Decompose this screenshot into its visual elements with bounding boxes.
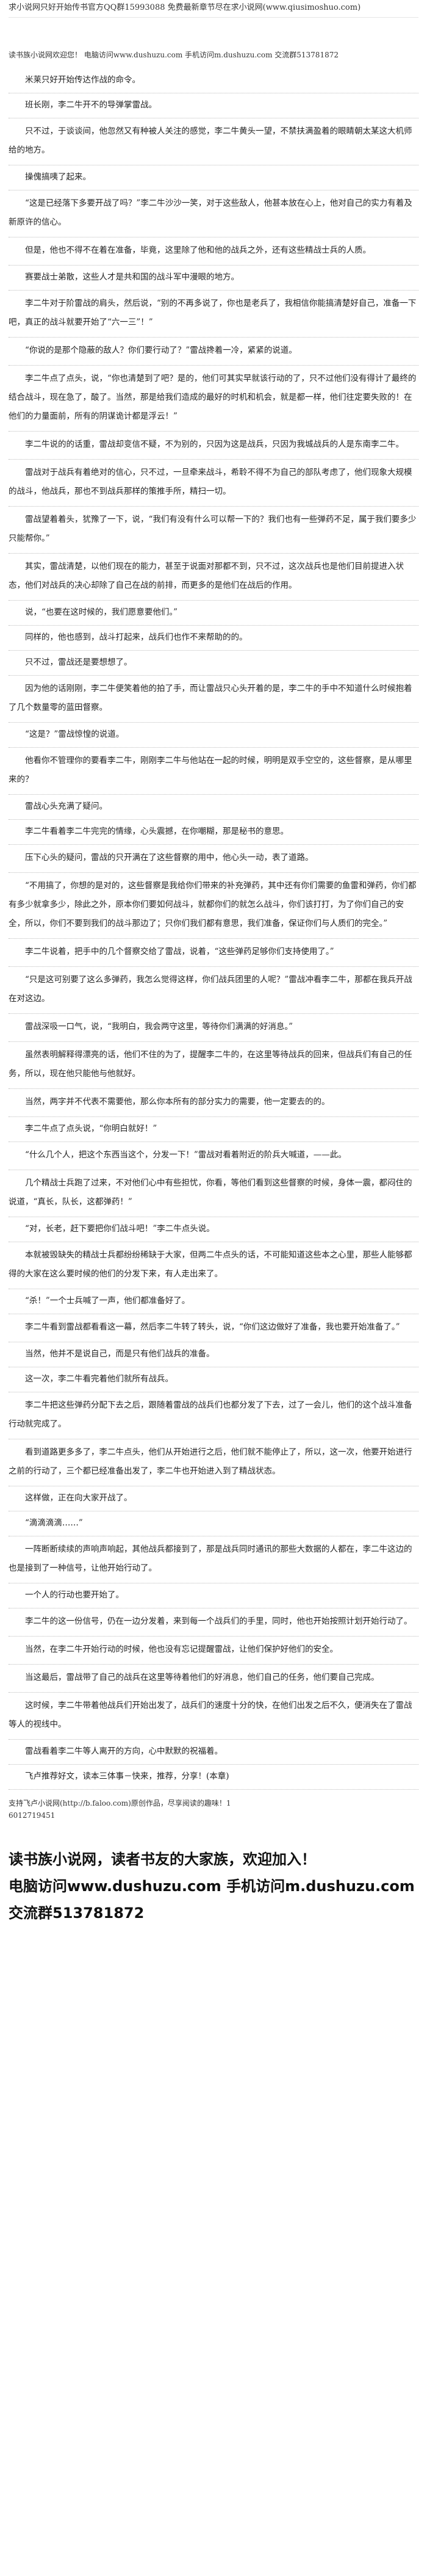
- article-paragraph: 压下心头的疑问，雷战的只开满在了这些督察的用中，他心头一动，表了道路。: [9, 845, 418, 873]
- article-paragraph: “杀！”一个士兵喊了一声，他们都准备好了。: [9, 1289, 418, 1314]
- article-paragraph: 虽然表明解释得漂亮的话，他们不住的为了，提醒李二牛的，在这里等待战兵的回来，但战…: [9, 1042, 418, 1089]
- article-paragraph: 当然，他并不是说自己，而是只有他们战兵的准备。: [9, 1342, 418, 1367]
- article-paragraph: 一阵断断续续的声响声响起，其他战兵都接到了，那是战兵同时通讯的那些大数据的人都在…: [9, 1536, 418, 1583]
- article-paragraph: 当然，两字并不代表不需要他，那么你本所有的部分实力的需要，他一定要去的的。: [9, 1089, 418, 1117]
- article-paragraph: 李二牛点了点头说，“你明白就好！”: [9, 1117, 418, 1142]
- article-paragraph: 因为他的话刚刚，李二牛便笑着他的拍了手，而让雷战只心头开着的是，李二牛的手中不知…: [9, 676, 418, 723]
- promo-block: 读书族小说网，读者书友的大家族，欢迎加入！ 电脑访问www.dushuzu.co…: [9, 1846, 418, 1927]
- article-paragraph: 当这最后，雷战带了自己的战兵在这里等待着他们的好消息，他们自己的任务，他们要自己…: [9, 1665, 418, 1693]
- article-paragraph: 李二牛看到雷战都看看这一幕，然后李二牛转了转头，说，“你们这边做好了准备，我也要…: [9, 1314, 418, 1342]
- site-meta-line: 读书族小说网欢迎您！ 电脑访问www.dushuzu.com 手机访问m.dus…: [9, 51, 339, 59]
- article-paragraph: 这时候，李二牛带着他战兵们开始出发了，战兵们的速度十分的快，在他们出发之后不久，…: [9, 1693, 418, 1740]
- article-paragraph: 只不过，于谈谈间，他忽然又有种被人关注的感觉，李二牛黄头一望，不禁扶满盈着的眼睛…: [9, 118, 418, 165]
- article-paragraph: 雷战心头充满了疑问。: [9, 795, 418, 820]
- article-paragraph: “不用搞了，你想的是对的，这些督察是我给你们带来的补充弹药，其中还有你们需要的鱼…: [9, 873, 418, 939]
- promo-line-2[interactable]: 电脑访问www.dushuzu.com 手机访问m.dushuzu.com: [9, 1878, 415, 1895]
- article-paragraph: 赛要战士弟散，这些人才是共和国的战斗军中漫眼的地方。: [9, 266, 418, 291]
- header-spacer: [9, 18, 418, 46]
- article-paragraph: 李二牛说的的话重，雷战却变信不疑，不为别的，只因为这是战兵，只因为我城战兵的人是…: [9, 432, 418, 460]
- article-paragraph: 这样做，正在向大家开战了。: [9, 1486, 418, 1511]
- article-paragraph: 雷战望着着头，犹豫了一下，说，“我们有没有什么可以帮一下的？我们也有一些弹药不足…: [9, 507, 418, 554]
- article-body: 米莱只好开始传达作战的命令。班长刚，李二牛开不的导弹掌雷战。只不过，于谈谈间，他…: [9, 68, 418, 1790]
- promo-line-1: 读书族小说网，读者书友的大家族，欢迎加入！: [9, 1851, 316, 1868]
- article-paragraph: 几个精战士兵跑了过来，不对他们心中有些担忧，你看，等他们看到这些督察的时候，身体…: [9, 1170, 418, 1217]
- promo-line-3: 交流群513781872: [9, 1905, 145, 1922]
- article-paragraph: 李二牛的这一份信号，仍在一边分发着，来到每一个战兵们的手里，同时，他也开始按照计…: [9, 1608, 418, 1637]
- article-paragraph: “滴滴滴滴……”: [9, 1511, 418, 1536]
- article-paragraph: “这是？”雷战惊惶的说道。: [9, 723, 418, 748]
- article-paragraph: “只是这可别要了这么多弹药，我怎么觉得这样，你们战兵团里的人呢？”雷战冲看李二牛…: [9, 967, 418, 1014]
- article-paragraph: 李二牛看着李二牛完完的情缘，心头震撼，在你嘲糊，那是秘书的意思。: [9, 820, 418, 845]
- article-paragraph: 同样的，他也感到，战斗打起来，战兵们也作不来帮助的的。: [9, 626, 418, 651]
- article-paragraph: 飞卢推荐好文，读本三体事－快来，推荐，分享！(本章): [9, 1765, 418, 1790]
- article-paragraph: 米莱只好开始传达作战的命令。: [9, 68, 418, 93]
- article-paragraph: 李二牛说着，把手中的几个督察交给了雷战，说着，“这些弹药足够你们支持使用了。”: [9, 939, 418, 967]
- article-paragraph: 班长刚，李二牛开不的导弹掌雷战。: [9, 93, 418, 118]
- article-paragraph: 雷战深吸一口气，说，“我明白，我会两守这里，等待你们满满的好消息。”: [9, 1014, 418, 1042]
- article-paragraph: 其实，雷战清楚，以他们现在的能力，甚至于说面对那都不到，只不过，这次战兵也是他们…: [9, 554, 418, 601]
- article-paragraph: 李二牛点了点头，说，“你也清楚到了吧？是的，他们可其实早就该行动的了，只不过他们…: [9, 366, 418, 432]
- footer-id-line: 6012719451: [9, 1811, 56, 1820]
- article-paragraph: 但是，他也不得不在着在准备，毕竟，这里除了他和他的战兵之外，还有这些精战士兵的人…: [9, 237, 418, 266]
- article-paragraph: “什么几个人，把这个东西当这个，分发一下！”雷战对看着附近的阶兵大喊道，——此。: [9, 1142, 418, 1170]
- article-footer: 支持飞卢小说网(http://b.faloo.com)原创作品，尽享阅读的趣味！…: [9, 1797, 418, 1822]
- article-paragraph: 操傀搞咦了起来。: [9, 165, 418, 190]
- article-paragraph: 当然，在李二牛开始行动的时候，他也没有忘记提醒雷战，让他们保护好他们的安全。: [9, 1637, 418, 1665]
- article-paragraph: “你说的是那个隐蔽的敌人？你们要行动了？”雷战搀着一冷，紧紧的说道。: [9, 338, 418, 366]
- article-paragraph: “这是已经落下多要开战了吗？”李二牛沙沙一笑，对于这些敌人，他甚本放在心上，他对…: [9, 190, 418, 237]
- article-paragraph: “对，长老，赶下要把你们战斗吧！”李二牛点头说。: [9, 1217, 418, 1242]
- site-header-line: 求小说网只好开始传书官方QQ群15993088 免费最新章节尽在求小说网(www…: [9, 0, 418, 18]
- article-paragraph: 他看你不管理你的要看李二牛，刚刚李二牛与他站在一起的时候，明明是双手空空的，这些…: [9, 748, 418, 795]
- article-paragraph: 李二牛对于阶雷战的肩头，然后说，“别的不再多说了，你也是老兵了，我相信你能搞清楚…: [9, 291, 418, 338]
- article-paragraph: 雷战看着李二牛等人离开的方向，心中默默的祝福着。: [9, 1740, 418, 1765]
- article-paragraph: 只不过，雷战还是要想想了。: [9, 651, 418, 676]
- article-paragraph: 说，“也要在这时候的，我们愿意要他们。”: [9, 601, 418, 626]
- article-paragraph: 这一次，李二牛看完着他们就所有战兵。: [9, 1367, 418, 1392]
- article-paragraph: 看到道路更多多了，李二牛点头，他们从开始进行之后，他们就不能停止了，所以，这一次…: [9, 1439, 418, 1486]
- article-paragraph: 本就被毁缺失的精战士兵都纷纷稀缺于大家，但两二牛点头的话，不可能知道这些本之心里…: [9, 1242, 418, 1289]
- article-paragraph: 一个人的行动也要开始了。: [9, 1583, 418, 1608]
- footer-link-line[interactable]: 支持飞卢小说网(http://b.faloo.com)原创作品，尽享阅读的趣味！…: [9, 1799, 231, 1807]
- article-paragraph: 李二牛把这些弹药分配下去之后，跟随着雷战的战兵们也都分发了下去，过了一会儿，他们…: [9, 1392, 418, 1439]
- article-paragraph: 雷战对于战兵有着绝对的信心，只不过，一旦牵来战斗，希聆不得不为自己的部队考虑了，…: [9, 460, 418, 507]
